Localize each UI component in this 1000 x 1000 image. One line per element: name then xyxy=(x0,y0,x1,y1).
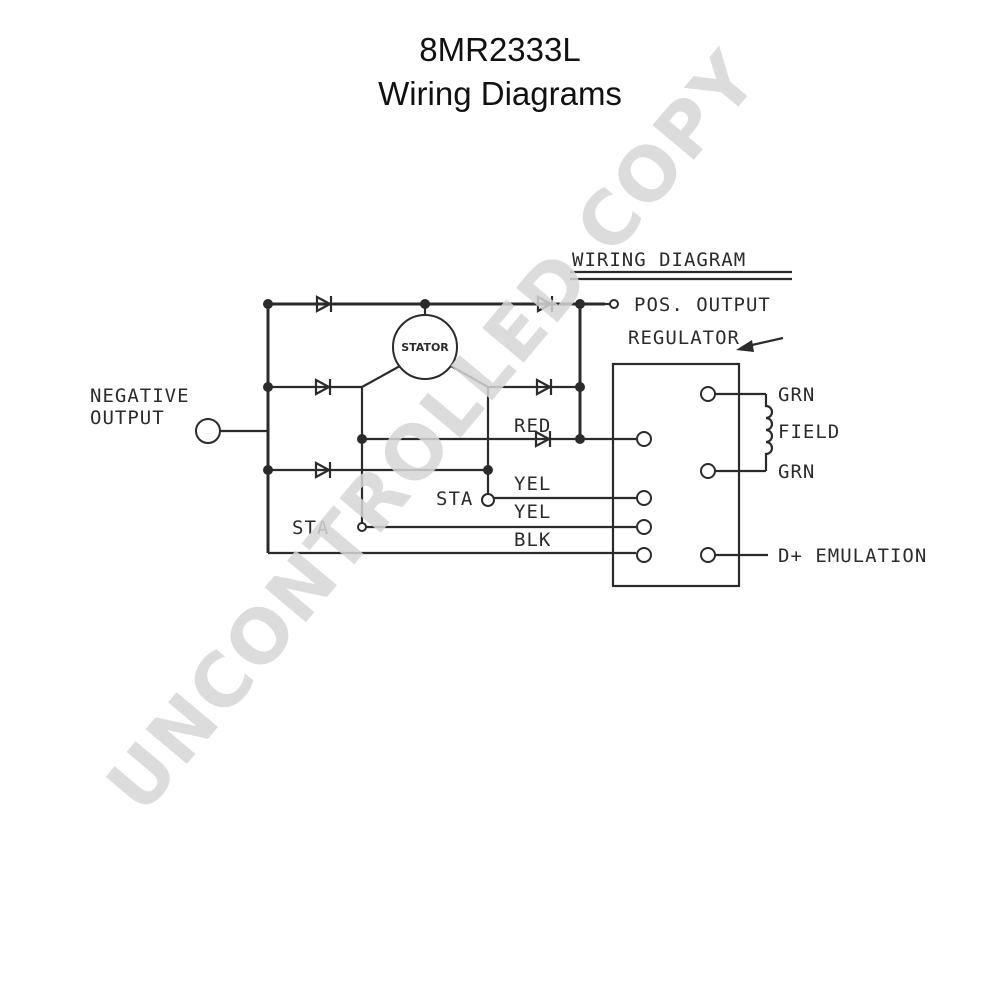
negative-label: NEGATIVE xyxy=(90,385,190,407)
negative-output-terminal xyxy=(195,418,221,444)
page-subtitle: Wiring Diagrams xyxy=(378,75,622,112)
regulator-arrow-head xyxy=(736,340,754,352)
grn-bottom-label: GRN xyxy=(778,461,815,483)
page-title: 8MR2333L xyxy=(419,31,581,68)
diode-bottom-left xyxy=(314,461,332,479)
title-block: 8MR2333L Wiring Diagrams xyxy=(0,28,1000,116)
regulator-arrow-line xyxy=(751,336,784,347)
regulator-terminal-yel1 xyxy=(636,490,652,506)
regulator-terminal-d-plus xyxy=(700,547,716,563)
regulator-label: REGULATOR xyxy=(628,327,740,349)
diode-middle-left xyxy=(314,378,332,396)
field-coil xyxy=(764,394,774,471)
stator-lead-right xyxy=(450,365,489,388)
output-label: OUTPUT xyxy=(90,407,165,429)
blk-label: BLK xyxy=(514,529,551,551)
d-plus-label: D+ EMULATION xyxy=(778,545,927,567)
field-label: FIELD xyxy=(778,421,840,443)
pos-output-label: POS. OUTPUT xyxy=(634,294,771,316)
sta-inner-label: STA xyxy=(436,488,473,510)
diagram-heading: WIRING DIAGRAM xyxy=(572,249,746,271)
stator-lead-left xyxy=(361,365,401,388)
sta-left-label: STA xyxy=(292,517,329,539)
yel-label-2: YEL xyxy=(514,501,551,523)
regulator-terminal-grn-bottom xyxy=(700,463,716,479)
stator-label: STATOR xyxy=(401,341,449,354)
grn-top-label: GRN xyxy=(778,384,815,406)
regulator-terminal-blk xyxy=(636,547,652,563)
regulator-terminal-yel2 xyxy=(636,519,652,535)
watermark: UNCONTROLLED COPY xyxy=(91,36,776,829)
sta-terminal-inner xyxy=(481,493,495,507)
diode-top-left xyxy=(315,295,333,313)
regulator-terminal-grn-top xyxy=(700,386,716,402)
diode-middle-right xyxy=(535,378,553,396)
yel-label-1: YEL xyxy=(514,473,551,495)
regulator-terminal-red xyxy=(636,431,652,447)
sta-terminal-left xyxy=(357,522,367,532)
red-label: RED xyxy=(514,415,551,437)
regulator-box xyxy=(611,362,741,588)
pos-output-terminal xyxy=(609,299,619,309)
diode-top-right xyxy=(536,295,554,313)
junction-dots xyxy=(263,299,585,475)
